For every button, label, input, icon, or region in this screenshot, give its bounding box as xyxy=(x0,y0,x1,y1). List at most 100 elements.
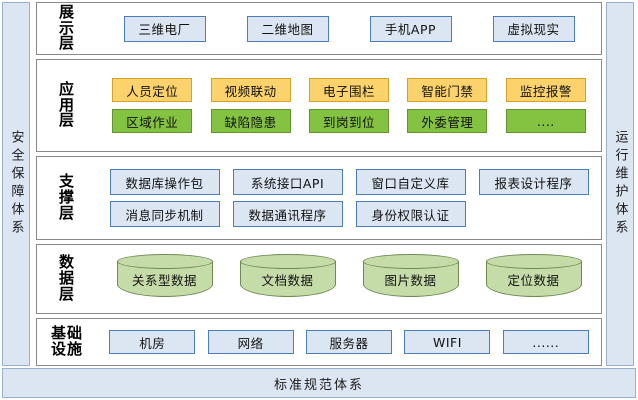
layer-label-data: 数 据 层 xyxy=(37,245,97,313)
cylinder-top-ellipse xyxy=(485,254,582,269)
grid-cell: 缺陷隐患 xyxy=(201,109,299,133)
grid-cell: 到岗到位 xyxy=(300,109,398,133)
cylinder-relational-data[interactable]: 关系型数据 xyxy=(116,254,213,304)
grid-cell: WIFI xyxy=(398,330,496,354)
layer-label-char: 层 xyxy=(58,34,75,53)
node-defect-hazard[interactable]: 缺陷隐患 xyxy=(210,109,291,133)
node-smart-access-control[interactable]: 智能门禁 xyxy=(407,78,488,102)
node-network[interactable]: 网络 xyxy=(207,330,294,354)
cylinder-top-ellipse xyxy=(239,254,336,269)
layer-body-data: 关系型数据 文档数据 图片数据 定位数据 xyxy=(97,245,601,313)
grid-cell: 外委管理 xyxy=(398,109,496,133)
node-area-operations[interactable]: 区域作业 xyxy=(112,109,193,133)
support-row-primary: 数据库操作包 系统接口API 窗口自定义库 报表设计程序 xyxy=(103,169,595,195)
grid-cell: 视频联动 xyxy=(201,78,299,102)
grid-cell: 网络 xyxy=(201,330,299,354)
layer-label-char: 用 xyxy=(58,95,75,114)
grid-cell: 智能门禁 xyxy=(398,78,496,102)
grid-cell: 报表设计程序 xyxy=(472,169,595,195)
cylinder-label: 文档数据 xyxy=(261,272,314,288)
node-server[interactable]: 服务器 xyxy=(306,330,393,354)
support-row-secondary: 消息同步机制 数据通讯程序 身份权限认证 xyxy=(103,201,595,227)
grid-cell: 电子围栏 xyxy=(300,78,398,102)
layer-infrastructure: 基础 设施 机房 网络 服务器 WIFI ...... xyxy=(36,318,602,366)
layer-label-char: 据 xyxy=(58,269,75,288)
layer-presentation: 展 示 层 三维电厂 二维地图 手机APP 虚拟现实 xyxy=(36,2,602,55)
grid-cell: 窗口自定义库 xyxy=(349,169,472,195)
cylinder-label: 图片数据 xyxy=(384,272,437,288)
footer-standards-system: 标准规范体系 xyxy=(2,368,636,398)
node-on-duty-in-place[interactable]: 到岗到位 xyxy=(309,109,390,133)
layer-label-char: 支 xyxy=(58,172,75,191)
grid-cell: 数据通讯程序 xyxy=(226,201,349,227)
layer-label-char: 撑 xyxy=(58,188,75,207)
node-virtual-reality[interactable]: 虚拟现实 xyxy=(492,15,575,42)
layer-label-char: 数 xyxy=(58,253,75,272)
layer-body-support: 数据库操作包 系统接口API 窗口自定义库 报表设计程序 消息同步机制 数据通讯… xyxy=(97,157,601,239)
grid-cell: ...... xyxy=(497,330,595,354)
node-personnel-positioning[interactable]: 人员定位 xyxy=(112,78,193,102)
grid-cell: 身份权限认证 xyxy=(349,201,472,227)
layer-support: 支 撑 层 数据库操作包 系统接口API 窗口自定义库 报表设计程序 消息同步机… xyxy=(36,156,602,240)
grid-cell: 机房 xyxy=(103,330,201,354)
cylinder-positioning-data[interactable]: 定位数据 xyxy=(485,254,582,304)
node-data-communication-program[interactable]: 数据通讯程序 xyxy=(232,201,343,227)
grid-cell: 服务器 xyxy=(300,330,398,354)
layer-label-char: 层 xyxy=(58,203,75,222)
layer-label-support: 支 撑 层 xyxy=(37,157,97,239)
node-wifi[interactable]: WIFI xyxy=(404,330,491,354)
grid-cell: 人员定位 xyxy=(103,78,201,102)
layer-label-char: 层 xyxy=(58,111,75,130)
grid-cell: .... xyxy=(497,109,595,133)
node-system-interface-api[interactable]: 系统接口API xyxy=(232,169,343,195)
right-rail-operations-system: 运行维护体系 xyxy=(606,2,634,366)
layer-label-char: 层 xyxy=(58,284,75,303)
cylinder-document-data[interactable]: 文档数据 xyxy=(239,254,336,304)
application-row-secondary: 区域作业 缺陷隐患 到岗到位 外委管理 .... xyxy=(103,109,595,133)
layer-label-application: 应 用 层 xyxy=(37,60,97,151)
cylinder-top-ellipse xyxy=(362,254,459,269)
footer-label: 标准规范体系 xyxy=(273,377,364,393)
node-monitoring-alarm[interactable]: 监控报警 xyxy=(505,78,586,102)
grid-cell: 数据库操作包 xyxy=(103,169,226,195)
node-database-operation-package[interactable]: 数据库操作包 xyxy=(109,169,220,195)
node-machine-room[interactable]: 机房 xyxy=(109,330,196,354)
layer-label-line: 基础 xyxy=(50,324,83,343)
layer-label-char: 示 xyxy=(58,18,75,37)
layer-label-line: 设施 xyxy=(50,340,83,358)
layer-body-presentation: 三维电厂 二维地图 手机APP 虚拟现实 xyxy=(97,3,601,54)
node-outsourcing-management[interactable]: 外委管理 xyxy=(407,109,488,133)
layer-body-infrastructure: 机房 网络 服务器 WIFI ...... xyxy=(97,319,601,365)
node-application-more[interactable]: .... xyxy=(505,109,586,133)
grid-cell: 系统接口API xyxy=(226,169,349,195)
node-window-custom-library[interactable]: 窗口自定义库 xyxy=(355,169,466,195)
layer-label-presentation: 展 示 层 xyxy=(37,3,97,54)
node-message-sync-mechanism[interactable]: 消息同步机制 xyxy=(109,201,220,227)
layer-label-infrastructure: 基础 设施 xyxy=(37,319,97,365)
application-row-primary: 人员定位 视频联动 电子围栏 智能门禁 监控报警 xyxy=(103,78,595,102)
node-identity-authorization[interactable]: 身份权限认证 xyxy=(355,201,466,227)
data-row: 关系型数据 文档数据 图片数据 定位数据 xyxy=(103,254,595,304)
layer-body-application: 人员定位 视频联动 电子围栏 智能门禁 监控报警 区域作业 缺陷隐患 到岗到位 … xyxy=(97,60,601,151)
node-electronic-fence[interactable]: 电子围栏 xyxy=(309,78,390,102)
cylinder-image-data[interactable]: 图片数据 xyxy=(362,254,459,304)
infrastructure-row: 机房 网络 服务器 WIFI ...... xyxy=(103,330,595,354)
layer-application: 应 用 层 人员定位 视频联动 电子围栏 智能门禁 监控报警 区域作业 缺陷隐患… xyxy=(36,59,602,152)
layer-label-char: 展 xyxy=(58,2,75,21)
node-video-linkage[interactable]: 视频联动 xyxy=(210,78,291,102)
cylinder-label: 关系型数据 xyxy=(131,272,197,288)
grid-cell: 监控报警 xyxy=(497,78,595,102)
left-rail-security-system: 安全保障体系 xyxy=(2,2,30,366)
node-infrastructure-more[interactable]: ...... xyxy=(502,330,589,354)
node-2d-map[interactable]: 二维地图 xyxy=(246,15,329,42)
layer-label-char: 应 xyxy=(58,79,75,98)
grid-cell: 区域作业 xyxy=(103,109,201,133)
left-rail-label: 安全保障体系 xyxy=(8,130,24,238)
layer-data: 数 据 层 关系型数据 文档数据 图片数据 xyxy=(36,244,602,314)
cylinder-top-ellipse xyxy=(116,254,213,269)
node-mobile-app[interactable]: 手机APP xyxy=(369,15,452,42)
cylinder-label: 定位数据 xyxy=(507,272,560,288)
node-3d-power-plant[interactable]: 三维电厂 xyxy=(123,15,206,42)
node-report-design-program[interactable]: 报表设计程序 xyxy=(478,169,589,195)
